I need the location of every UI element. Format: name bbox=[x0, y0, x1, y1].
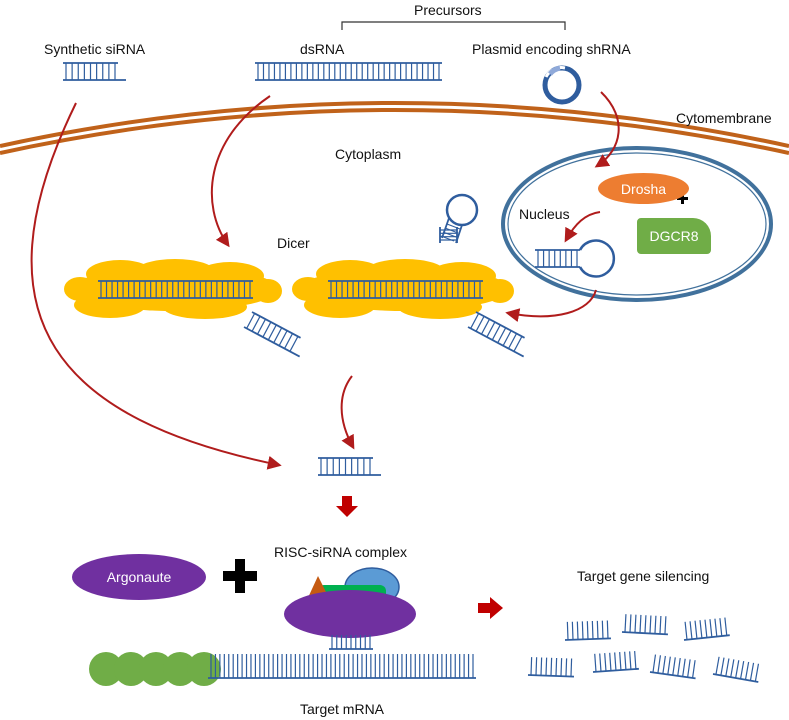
nucleus bbox=[501, 146, 773, 302]
nucleus-label: Nucleus bbox=[519, 206, 570, 222]
cytomembrane-label: Cytomembrane bbox=[676, 110, 772, 126]
risc-guide-strand bbox=[329, 635, 373, 650]
arrow-in-nucleus bbox=[564, 211, 601, 243]
target-mrna-strand bbox=[208, 654, 476, 679]
argonaute-label: Argonaute bbox=[106, 569, 172, 585]
argonaute bbox=[72, 554, 206, 600]
target-silencing-label: Target gene silencing bbox=[577, 568, 710, 584]
risc-label: RISC-siRNA complex bbox=[274, 544, 408, 560]
dgcr8-badge: DGCR8 bbox=[637, 218, 711, 254]
mrna-cap bbox=[89, 652, 221, 686]
risc-complex bbox=[284, 567, 416, 638]
mrna-fragment bbox=[527, 657, 575, 678]
mrna-fragment bbox=[564, 620, 612, 641]
synthetic-sirna-strand bbox=[63, 62, 126, 81]
dicer-right bbox=[292, 259, 514, 319]
flow-arrows bbox=[30, 91, 620, 470]
cleaved-sirna-right bbox=[467, 311, 525, 358]
arrow-dicer-to-sirna bbox=[340, 375, 355, 450]
precursors-label: Precursors bbox=[414, 2, 482, 18]
rna-strands bbox=[63, 62, 760, 683]
dicer-right-duplex bbox=[328, 280, 483, 299]
block-arrow-right-icon bbox=[478, 597, 503, 619]
arrow-nucleus-to-dicer bbox=[505, 289, 597, 322]
arrow-dsrna-to-dicer bbox=[210, 95, 271, 248]
plus-icon bbox=[223, 559, 257, 593]
target-mrna-label: Target mRNA bbox=[300, 701, 385, 717]
sirna-duplex bbox=[318, 457, 381, 476]
arrow-plasmid-to-nucleus bbox=[594, 91, 620, 168]
mrna-fragment bbox=[649, 654, 696, 680]
mrna-fragment bbox=[683, 617, 730, 641]
dsrna-strand bbox=[255, 62, 442, 81]
free-hairpin bbox=[440, 193, 479, 244]
mrna-fragment bbox=[592, 651, 639, 673]
nuclear-shrna bbox=[535, 239, 616, 278]
dicer-left-duplex bbox=[98, 280, 253, 299]
mrna-fragment bbox=[712, 656, 760, 683]
dsrna-label: dsRNA bbox=[300, 41, 345, 57]
block-arrow-down-icon bbox=[336, 496, 358, 517]
plasmid-label: Plasmid encoding shRNA bbox=[472, 41, 631, 57]
plus-icon bbox=[677, 193, 688, 204]
drosha-badge: Drosha bbox=[598, 173, 689, 204]
cytomembrane bbox=[0, 101, 789, 155]
cytoplasm-label: Cytoplasm bbox=[335, 146, 402, 162]
dicer-left bbox=[64, 259, 282, 319]
synthetic-sirna-label: Synthetic siRNA bbox=[44, 41, 146, 57]
mrna-fragment bbox=[621, 614, 668, 636]
arrow-synthetic-to-sirna bbox=[30, 102, 282, 470]
precursors-bracket bbox=[341, 21, 566, 30]
dicer-label: Dicer bbox=[277, 235, 310, 251]
cleaved-sirna-left bbox=[243, 311, 301, 358]
plasmid-icon bbox=[542, 65, 582, 105]
